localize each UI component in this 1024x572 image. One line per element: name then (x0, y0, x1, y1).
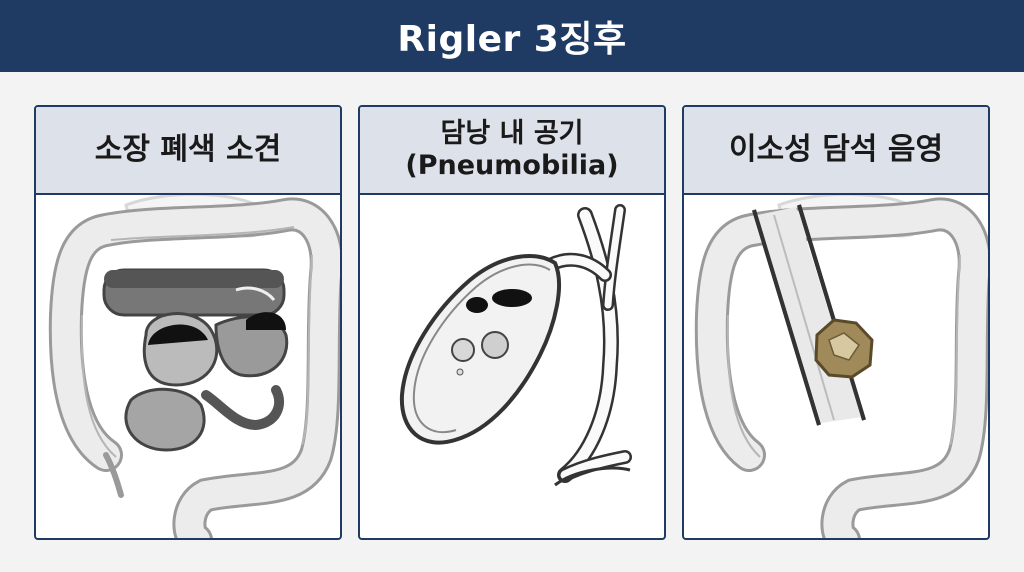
ectopic-gallstone-illustration (694, 195, 988, 538)
panel-small-bowel-obstruction: 소장 폐색 소견 (34, 105, 342, 540)
title-banner: Rigler 3징후 (0, 0, 1024, 72)
panel-title: 소장 폐색 소견 (94, 132, 282, 167)
panel-ectopic-gallstone: 이소성 담석 음영 (682, 105, 990, 540)
small-bowel-obstruction-illustration (48, 195, 340, 538)
panel-pneumobilia: 담낭 내 공기 (Pneumobilia) (358, 105, 666, 540)
panel-title: 담낭 내 공기 (440, 118, 584, 149)
page-title: Rigler 3징후 (397, 19, 627, 60)
panel-header: 소장 폐색 소견 (36, 107, 340, 195)
panel-subtitle: (Pneumobilia) (405, 150, 619, 181)
panel-title: 이소성 담석 음영 (728, 132, 944, 167)
panel-header: 이소성 담석 음영 (684, 107, 988, 195)
panel-header: 담낭 내 공기 (Pneumobilia) (360, 107, 664, 195)
gallbladder-air-illustration (399, 204, 632, 487)
